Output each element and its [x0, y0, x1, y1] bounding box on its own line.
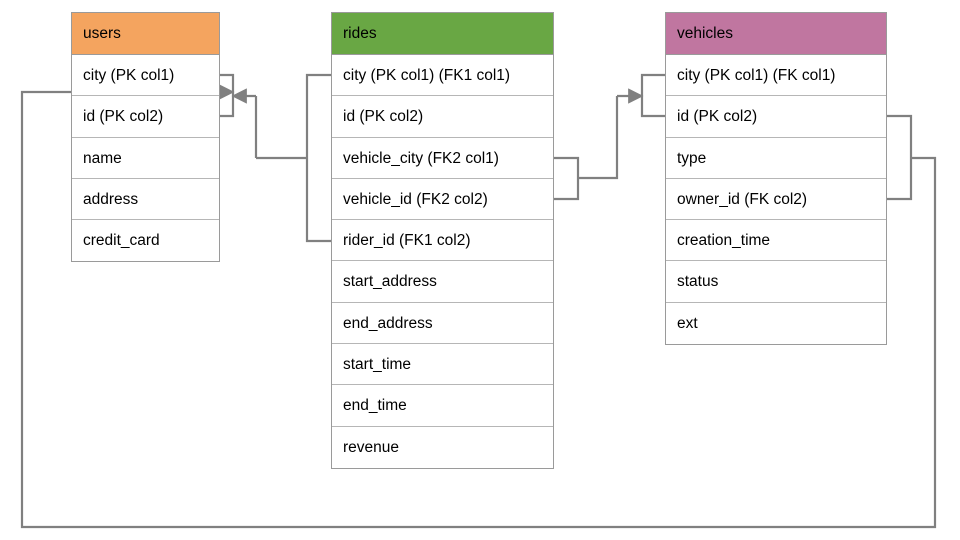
entity-vehicles-column-city[interactable]: city (PK col1) (FK col1): [666, 55, 886, 97]
entity-rides-column-vehicle-city[interactable]: vehicle_city (FK2 col1): [332, 138, 553, 179]
entity-vehicles-column-id[interactable]: id (PK col2): [666, 96, 886, 138]
connector-rides-rider-to-users: [220, 73, 331, 243]
entity-rides-column-city[interactable]: city (PK col1) (FK1 col1): [332, 55, 553, 97]
entity-rides-column-end-time[interactable]: end_time: [332, 385, 553, 427]
entity-rides[interactable]: rides city (PK col1) (FK1 col1) id (PK c…: [331, 12, 554, 469]
entity-users-column-city[interactable]: city (PK col1): [72, 55, 219, 97]
entity-rides-column-end-address[interactable]: end_address: [332, 303, 553, 345]
entity-rides-column-id[interactable]: id (PK col2): [332, 96, 553, 138]
entity-rides-column-start-time[interactable]: start_time: [332, 344, 553, 386]
entity-vehicles-column-type[interactable]: type: [666, 138, 886, 179]
entity-vehicles-column-status[interactable]: status: [666, 261, 886, 303]
entity-rides-column-start-address[interactable]: start_address: [332, 261, 553, 303]
entity-vehicles-column-ext[interactable]: ext: [677, 314, 698, 332]
entity-vehicles-title: vehicles: [666, 13, 886, 55]
entity-users-column-id[interactable]: id (PK col2): [72, 96, 219, 138]
entity-users[interactable]: users city (PK col1) id (PK col2) name a…: [71, 12, 220, 263]
entity-rides-column-revenue[interactable]: revenue: [343, 438, 400, 456]
entity-users-title: users: [72, 13, 219, 55]
entity-rides-title: rides: [332, 13, 553, 55]
entity-vehicles-column-owner-id[interactable]: owner_id (FK col2): [666, 179, 886, 221]
entity-rides-column-rider-id[interactable]: rider_id (FK1 col2): [332, 220, 553, 262]
entity-users-column-credit-card[interactable]: credit_card: [83, 232, 160, 250]
entity-rides-column-vehicle-id[interactable]: vehicle_id (FK2 col2): [332, 179, 553, 221]
entity-vehicles[interactable]: vehicles city (PK col1) (FK col1) id (PK…: [665, 12, 887, 346]
entity-users-column-address[interactable]: address: [72, 179, 219, 221]
entity-users-column-name[interactable]: name: [72, 138, 219, 179]
connector-rides-vehicle-to-vehicles: [554, 73, 665, 201]
entity-vehicles-column-creation-time[interactable]: creation_time: [666, 220, 886, 262]
